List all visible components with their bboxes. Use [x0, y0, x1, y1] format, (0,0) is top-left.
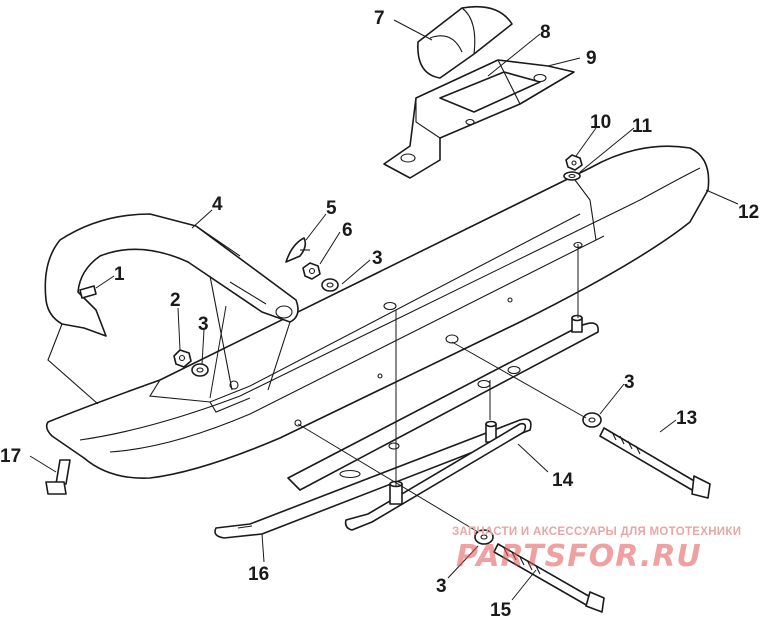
- callout-3-right: 3: [624, 372, 635, 393]
- part-15-bolt: [493, 543, 605, 613]
- part-2-nut: [173, 349, 192, 368]
- part-1-pin: [79, 285, 97, 299]
- part-14-rail: [344, 422, 527, 531]
- watermark-tagline: ЗАПЧАСТИ И АКСЕССУАРЫ ДЛЯ МОТОТЕХНИКИ: [452, 526, 742, 538]
- callout-13: 13: [676, 408, 697, 429]
- callout-1: 1: [114, 264, 125, 285]
- callout-3-bottom: 3: [436, 576, 447, 597]
- callout-2: 2: [170, 290, 181, 311]
- part-14-runner: [287, 314, 599, 491]
- part-9-bracket: [383, 59, 575, 179]
- callout-9: 9: [586, 48, 597, 69]
- part-7-pad: [417, 5, 513, 79]
- callout-6: 6: [342, 220, 353, 241]
- callout-17: 17: [0, 446, 21, 467]
- callout-7: 7: [374, 8, 385, 29]
- callout-12: 12: [738, 202, 759, 223]
- callout-16: 16: [248, 564, 269, 585]
- part-3-washer-d: [474, 529, 494, 545]
- part-13-bolt: [599, 427, 711, 499]
- part-11-washer: [563, 171, 581, 181]
- part-3-washer-a: [321, 278, 339, 292]
- part-5-cotter-pin: [285, 237, 310, 263]
- part-3-washer-c: [582, 412, 602, 428]
- part-12-ski: [45, 145, 710, 479]
- callout-14: 14: [552, 470, 574, 491]
- callout-5: 5: [326, 198, 337, 219]
- callout-11: 11: [632, 116, 653, 137]
- part-17-bolt: [45, 459, 71, 495]
- callout-3-upper: 3: [372, 248, 383, 269]
- part-4-handle: [44, 213, 299, 405]
- part-3-washer-b: [191, 363, 209, 377]
- part-10-nut: [565, 154, 583, 171]
- callout-10: 10: [590, 112, 611, 133]
- callout-8: 8: [540, 22, 551, 43]
- callout-4: 4: [212, 194, 223, 215]
- part-6-nut: [302, 262, 321, 280]
- callout-3-left: 3: [198, 314, 209, 335]
- callout-15: 15: [490, 600, 512, 620]
- watermark-logo: PARTSFOR.RU: [456, 539, 702, 574]
